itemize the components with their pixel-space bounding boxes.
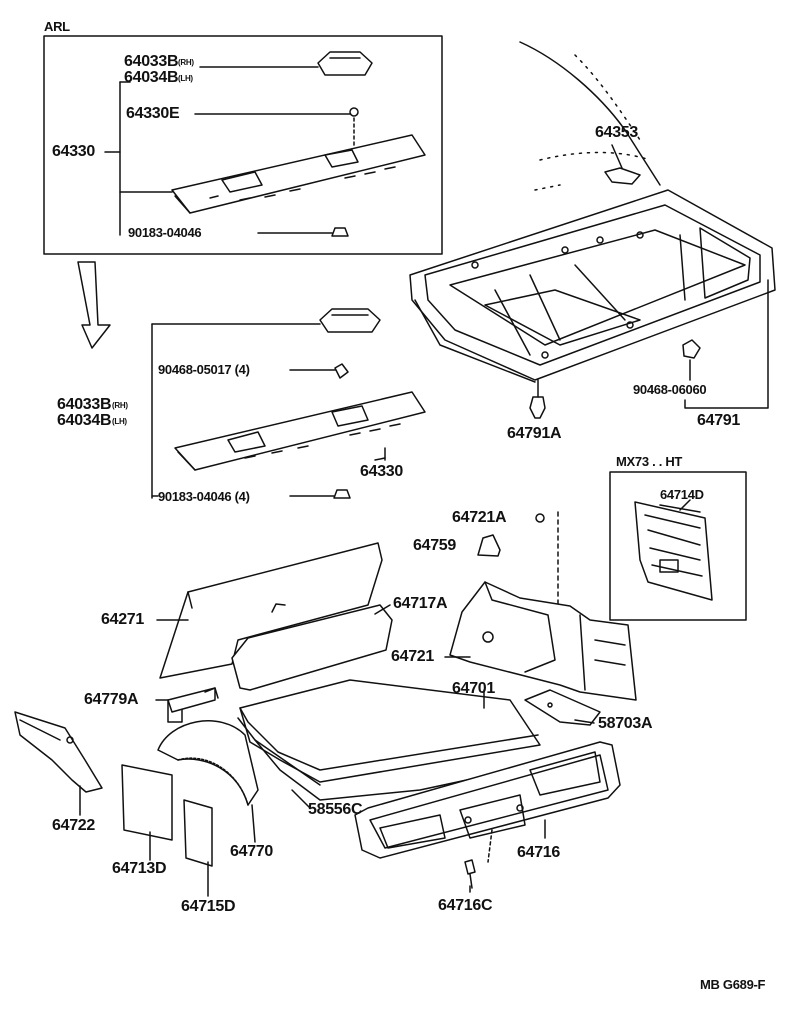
label-90183-lower: 90183-04046 (4): [158, 489, 250, 504]
label-58703a: 58703A: [598, 715, 653, 732]
bolt-64716c: [464, 859, 476, 875]
diagram-code: MB G689-F: [700, 977, 766, 992]
arl-inset-box: [43, 35, 443, 255]
label-64034b-lower: 64034B: [57, 412, 112, 429]
label-90468-06060: 90468-06060: [633, 382, 707, 397]
label-64717a: 64717A: [393, 595, 448, 612]
label-64715d: 64715D: [181, 898, 236, 915]
panel-64716: [354, 741, 621, 859]
label-64034b-top: 64034B: [124, 69, 179, 86]
label-64271: 64271: [101, 611, 144, 628]
mat-64701: [239, 679, 541, 783]
label-64770: 64770: [230, 843, 273, 860]
label-64714d: 64714D: [660, 487, 704, 502]
pad-58703a: [524, 689, 601, 726]
label-64759: 64759: [413, 537, 456, 554]
label-58556c: 58556C: [308, 801, 363, 818]
clip-64353: [604, 167, 641, 185]
label-64722: 64722: [52, 817, 95, 834]
arrow-arl: [77, 261, 111, 349]
pad-64713d: [121, 764, 173, 841]
label-lh-top: (LH): [178, 74, 193, 83]
grommet-64791a: [529, 396, 546, 419]
pad-64715d: [183, 799, 213, 867]
label-64033b-lower: 64033B: [57, 396, 112, 413]
panel-64714d: [634, 501, 713, 601]
trunk-lid-64791: [409, 189, 776, 383]
trim-64721: [449, 581, 637, 701]
bracket-64779a: [167, 687, 219, 723]
car-body-outline: [519, 41, 661, 186]
label-64716: 64716: [517, 844, 560, 861]
cap-64759: [477, 534, 501, 557]
label-64033b-top: 64033B: [124, 53, 179, 70]
label-90468-05017: 90468-05017 (4): [158, 362, 250, 377]
trim-64722: [14, 711, 103, 793]
shelf-64330-lower: [174, 391, 426, 471]
mx73-inset-title: MX73 . . HT: [616, 454, 683, 469]
label-64330e: 64330E: [126, 105, 180, 122]
wheelhouse-64770: [157, 720, 259, 806]
label-64791: 64791: [697, 412, 740, 429]
label-64791a: 64791A: [507, 425, 562, 442]
label-90183-top: 90183-04046: [128, 225, 202, 240]
mx73-inset-box: [609, 471, 747, 621]
shelf-64330-top: [171, 134, 426, 214]
board-64717a: [231, 604, 393, 691]
label-lh-lower: (LH): [112, 417, 127, 426]
pad-64033b-lower: [319, 308, 381, 333]
label-64701: 64701: [452, 680, 495, 697]
label-64716c: 64716C: [438, 897, 493, 914]
label-64353: 64353: [595, 124, 638, 141]
pad-64033b-top: [317, 51, 373, 76]
label-64713d: 64713D: [112, 860, 167, 877]
label-64779a: 64779A: [84, 691, 139, 708]
label-rh-top: (RH): [178, 58, 194, 67]
label-64330-lower: 64330: [360, 463, 403, 480]
label-64721: 64721: [391, 648, 434, 665]
clip-90468-06060: [682, 339, 701, 359]
label-64721a: 64721A: [452, 509, 507, 526]
label-64330-top: 64330: [52, 143, 95, 160]
arl-inset-title: ARL: [44, 19, 70, 34]
label-rh-lower: (RH): [112, 401, 128, 410]
